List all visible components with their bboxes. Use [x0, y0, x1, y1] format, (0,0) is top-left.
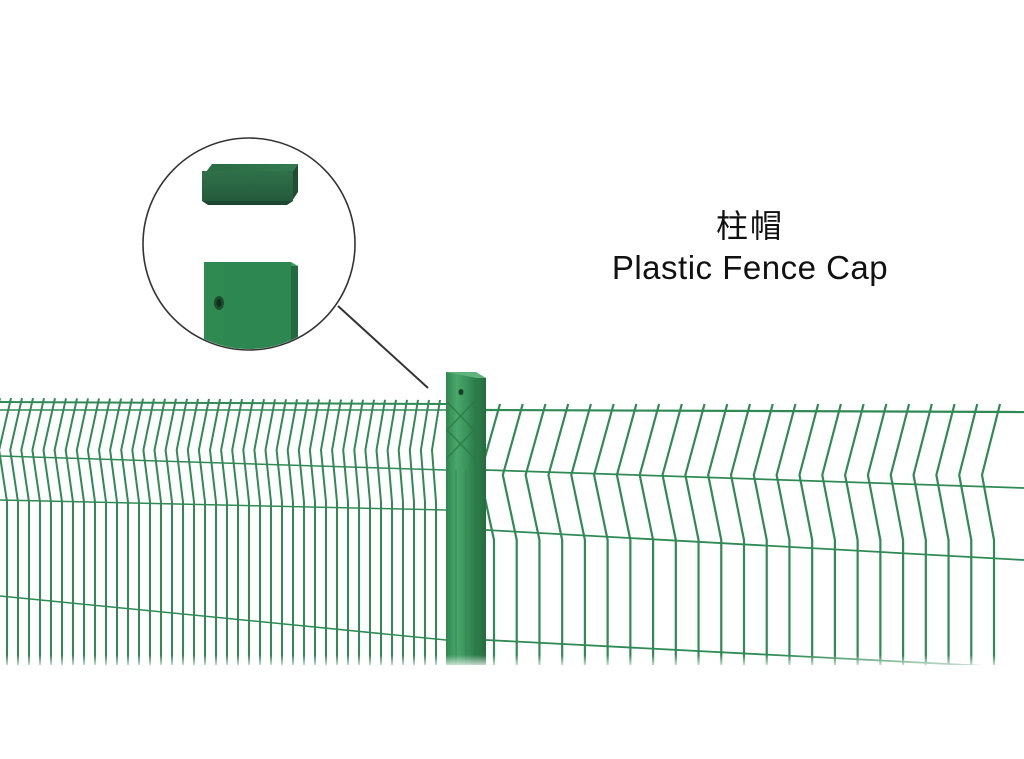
fence-wire-vertical: [109, 398, 122, 668]
fence-wire-vertical: [775, 403, 797, 668]
fence-wire-vertical: [142, 398, 155, 668]
detail-callout-circle: [142, 137, 356, 351]
fence-wire-vertical: [615, 403, 638, 668]
fence-wire-vertical: [319, 399, 331, 668]
fence-wire-vertical: [75, 398, 89, 668]
plastic-cap-icon: [202, 164, 298, 205]
fence-wire-vertical: [86, 398, 100, 668]
fence-wire-vertical: [175, 398, 188, 668]
post-hole-icon: [458, 389, 464, 395]
fence-wire-vertical: [843, 403, 865, 668]
fence-wire-vertical: [308, 399, 320, 668]
fence-wire-vertical: [364, 399, 375, 668]
fence-wire-vertical: [408, 399, 419, 668]
fence-wire-vertical: [661, 403, 683, 668]
fence-panel-right: [478, 403, 1024, 669]
fence-wire-vertical: [912, 403, 933, 668]
fence-wire-vertical: [430, 399, 441, 668]
fence-wire-horizontal: [0, 401, 447, 405]
fence-wire-vertical: [592, 403, 615, 668]
fence-wire-vertical: [419, 399, 430, 668]
fence-panel-left: [0, 397, 447, 668]
fence-wire-vertical: [729, 403, 752, 668]
fence-wire-vertical: [866, 403, 888, 668]
fence-wire-vertical: [752, 403, 774, 668]
caption-english: Plastic Fence Cap: [611, 249, 889, 286]
fence-wire-vertical: [286, 399, 298, 668]
fence-wire-vertical: [253, 399, 265, 668]
fence-wire-vertical: [0, 397, 12, 668]
fence-wire-vertical: [275, 399, 287, 668]
fence-wire-vertical: [120, 398, 133, 668]
fence-wire-vertical: [9, 397, 23, 668]
fence-wire-horizontal: [485, 469, 1024, 489]
fence-wire-horizontal: [0, 455, 447, 471]
fence-wire-horizontal: [485, 529, 1024, 561]
fence-wire-vertical: [220, 398, 232, 668]
fence-wire-horizontal: [0, 499, 447, 511]
post-top-icon: [204, 262, 298, 349]
fence-wire-vertical: [264, 399, 276, 668]
fence-wire-vertical: [208, 398, 221, 668]
fence-wire-vertical: [707, 403, 729, 668]
fence-wire-vertical: [478, 403, 502, 668]
fence-wire-vertical: [131, 398, 144, 668]
fence-wire-vertical: [64, 398, 78, 668]
fence-wire-vertical: [501, 403, 524, 668]
fence-wire-vertical: [798, 403, 820, 668]
fence-wire-vertical: [524, 403, 547, 668]
fence-wire-vertical: [331, 399, 342, 668]
fence-wire-vertical: [935, 403, 956, 668]
fence-wire-vertical: [958, 403, 979, 668]
fence-post: [445, 372, 486, 672]
fence-wire-vertical: [570, 403, 592, 668]
fence-wire-vertical: [53, 398, 67, 668]
fence-wire-vertical: [164, 398, 177, 668]
fence-wire-vertical: [397, 399, 408, 668]
callout-pointer-line: [337, 305, 429, 389]
caption-block: 柱帽 Plastic Fence Cap: [560, 206, 940, 290]
fence-wire-vertical: [353, 399, 364, 668]
fence-wire-vertical: [386, 399, 397, 668]
fence-wire-vertical: [821, 403, 842, 668]
fence-wire-vertical: [42, 398, 56, 668]
fence-wire-vertical: [980, 403, 1002, 668]
fence-wire-vertical: [197, 398, 210, 668]
fence-wire-vertical: [684, 403, 706, 668]
fence-wire-vertical: [547, 403, 570, 668]
fence-wire-vertical: [31, 397, 45, 668]
fence-wire-horizontal: [485, 408, 1024, 414]
fence-wire-vertical: [97, 398, 111, 668]
fence-wire-vertical: [231, 398, 243, 668]
fence-wire-horizontal: [0, 595, 447, 641]
caption-chinese: 柱帽: [715, 207, 784, 245]
fence-wire-vertical: [297, 399, 309, 668]
fence-wire-vertical: [153, 398, 166, 668]
fence-wire-vertical: [889, 403, 911, 668]
fence-wire-vertical: [20, 397, 34, 668]
fence-wire-vertical: [638, 403, 661, 668]
fence-wire-vertical: [342, 399, 353, 668]
fence-wire-vertical: [186, 398, 199, 668]
fence-wire-vertical: [375, 399, 386, 668]
fence-wire-vertical: [242, 398, 254, 668]
